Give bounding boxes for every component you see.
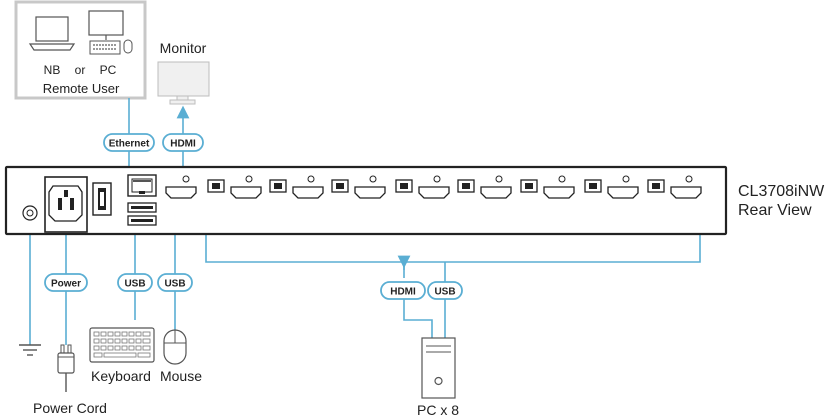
hdmi-console-port-icon — [165, 175, 197, 199]
ground-icon — [19, 344, 41, 356]
power-socket-icon — [44, 176, 88, 233]
power-plug-icon — [57, 344, 75, 392]
ethernet-pill-label: Ethernet — [109, 139, 150, 150]
pc-tower-icon — [421, 337, 456, 399]
pc-port-4 — [395, 175, 450, 199]
hdmi-monitor-pill: HDMI — [162, 133, 204, 152]
ethernet-port-icon — [127, 174, 157, 197]
usb-mouse-pill: USB — [157, 273, 193, 292]
power-pill-label: Power — [51, 279, 81, 290]
usb-keyboard-pill: USB — [117, 273, 153, 292]
power-pill: Power — [44, 273, 88, 292]
laptop-icon — [28, 16, 76, 51]
mouse-icon — [163, 329, 187, 365]
hdmi-pc-pill: HDMI — [380, 281, 426, 300]
pc-port-3 — [331, 175, 386, 199]
monitor-label: Monitor — [160, 40, 207, 56]
usb-pc-pill: USB — [427, 281, 463, 300]
pc-port-1 — [207, 175, 262, 199]
keyboard-icon — [89, 327, 155, 363]
keyboard-label: Keyboard — [91, 368, 151, 384]
hdmi-monitor-pill-label: HDMI — [170, 139, 196, 150]
nb-label: NB — [44, 63, 61, 77]
usb-keyboard-pill-label: USB — [124, 279, 145, 290]
desktop-pc-icon — [88, 10, 133, 55]
pc-count-label: PC x 8 — [417, 402, 459, 418]
mouse-label: Mouse — [160, 368, 202, 384]
power-switch-icon — [92, 182, 112, 216]
monitor-group: Monitor — [157, 40, 210, 105]
pc-port-2 — [269, 175, 324, 199]
power-cord-label: Power Cord — [33, 400, 107, 416]
remote-user-group: NB or PC Remote User — [14, 0, 147, 100]
pc-port-8 — [647, 175, 702, 199]
pc-port-5 — [457, 175, 512, 199]
view-label: Rear View — [738, 202, 812, 219]
pc-port-7 — [584, 175, 639, 199]
usb-pc-pill-label: USB — [434, 287, 455, 298]
kvm-chassis — [4, 165, 728, 236]
monitor-icon — [157, 61, 210, 105]
chassis-body — [4, 165, 728, 236]
ethernet-pill: Ethernet — [103, 133, 155, 152]
usb-mouse-pill-label: USB — [164, 279, 185, 290]
or-label: or — [75, 63, 86, 77]
pc-label: PC — [100, 63, 117, 77]
ground-screw-icon — [22, 205, 38, 221]
remote-user-title: Remote User — [43, 81, 120, 96]
model-label: CL3708iNW — [738, 183, 825, 200]
usb-ports-icon — [127, 202, 157, 226]
hdmi-pc-pill-label: HDMI — [390, 287, 416, 298]
pc-port-6 — [520, 175, 575, 199]
